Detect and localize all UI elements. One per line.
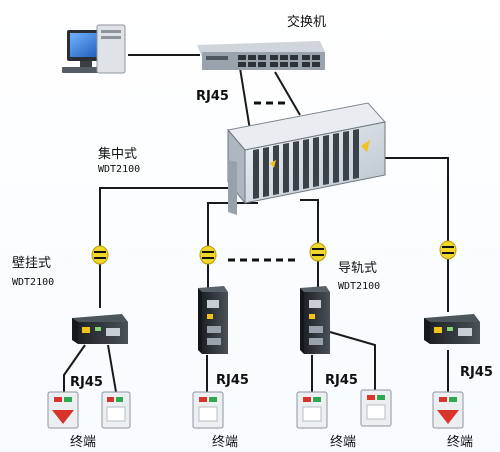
fiber-connector-icon xyxy=(439,240,457,260)
rj45-label-mid2: RJ45 xyxy=(325,373,358,388)
fiber-connector-icon xyxy=(199,245,217,265)
wall-mount-label: 壁挂式 xyxy=(12,256,51,271)
desktop-computer-icon xyxy=(62,24,126,74)
terminal-device-icon xyxy=(101,391,131,429)
switch-label: 交换机 xyxy=(287,14,326,30)
line-chassis-dinrail-1 xyxy=(207,202,258,290)
terminal-label-3: 终端 xyxy=(330,434,356,450)
din-rail-model: WDT2100 xyxy=(338,281,380,292)
media-converter-icon xyxy=(198,286,228,354)
media-converter-icon xyxy=(300,286,330,354)
terminal-device-icon xyxy=(296,391,328,429)
rj45-label-top: RJ45 xyxy=(196,89,229,104)
line-chassis-wallmount xyxy=(99,187,237,308)
line-left-term2 xyxy=(107,344,117,393)
rj45-label-left: RJ45 xyxy=(70,375,103,390)
rack-chassis-icon xyxy=(227,102,386,215)
line-din2-term2 xyxy=(329,331,376,390)
line-left-term1 xyxy=(63,344,86,392)
terminal-device-icon xyxy=(192,391,224,429)
media-converter-icon xyxy=(72,314,128,344)
terminal-label-1: 终端 xyxy=(70,434,96,450)
centralized-model: WDT2100 xyxy=(98,164,140,175)
wall-mount-model: WDT2100 xyxy=(12,277,54,288)
line-chassis-right xyxy=(385,157,449,312)
connection-lines xyxy=(63,54,449,393)
fiber-connector-icon xyxy=(309,242,327,262)
terminal-device-icon xyxy=(360,389,392,427)
rj45-label-mid1: RJ45 xyxy=(216,373,249,388)
centralized-label: 集中式 xyxy=(98,146,137,162)
terminal-device-icon xyxy=(47,391,79,429)
fiber-connector-icon xyxy=(91,245,109,265)
media-converter-icon xyxy=(424,314,480,344)
network-switch-icon xyxy=(197,41,325,70)
terminal-device-icon xyxy=(432,391,464,429)
terminal-label-4: 终端 xyxy=(447,434,473,450)
line-switch-chassis-2 xyxy=(274,71,301,116)
din-rail-label: 导轨式 xyxy=(338,261,377,276)
rj45-label-right: RJ45 xyxy=(460,365,493,380)
line-switch-chassis-1 xyxy=(239,67,251,131)
terminal-label-2: 终端 xyxy=(212,434,238,450)
